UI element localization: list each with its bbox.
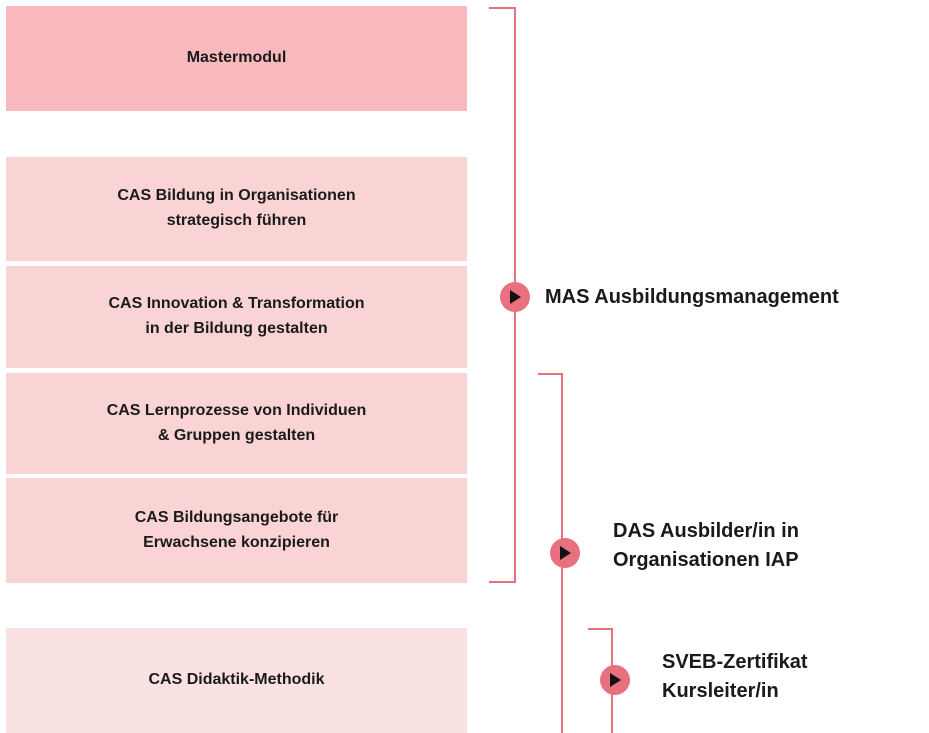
play-arrow-icon [560,546,571,560]
module-label: CAS Bildungsangebote für Erwachsene konz… [134,508,339,551]
play-arrow-icon [510,290,521,304]
das-bracket-top [538,373,563,375]
sveb-marker [600,665,630,695]
module-label: CAS Lernprozesse von Individuen & Gruppe… [106,401,367,444]
module-cas-bildungsangebote: CAS Bildungsangebote für Erwachsene konz… [6,478,467,583]
module-cas-innovation-transformation: CAS Innovation & Transformation in der B… [6,266,467,368]
module-cas-bildung-organisationen: CAS Bildung in Organisationen strategisc… [6,157,467,261]
das-label: DAS Ausbilder/in in Organisationen IAP [613,520,799,571]
module-label: Mastermodul [186,49,287,67]
mas-marker [500,282,530,312]
mas-bracket-top [489,7,516,9]
mas-label: MAS Ausbildungsmanagement [545,286,839,308]
module-label: CAS Bildung in Organisationen strategisc… [117,187,356,229]
module-mastermodul: Mastermodul [6,6,467,111]
play-arrow-icon [610,673,621,687]
module-label: CAS Innovation & Transformation in der B… [108,295,365,337]
sveb-label: SVEB-Zertifikat Kursleiter/in [662,651,808,702]
das-marker [550,538,580,568]
sveb-bracket-top [588,628,613,630]
module-cas-didaktik-methodik: CAS Didaktik-Methodik [6,628,467,733]
mas-bracket-bottom [489,581,516,583]
module-cas-lernprozesse: CAS Lernprozesse von Individuen & Gruppe… [6,373,467,474]
module-label: CAS Didaktik-Methodik [148,671,325,689]
